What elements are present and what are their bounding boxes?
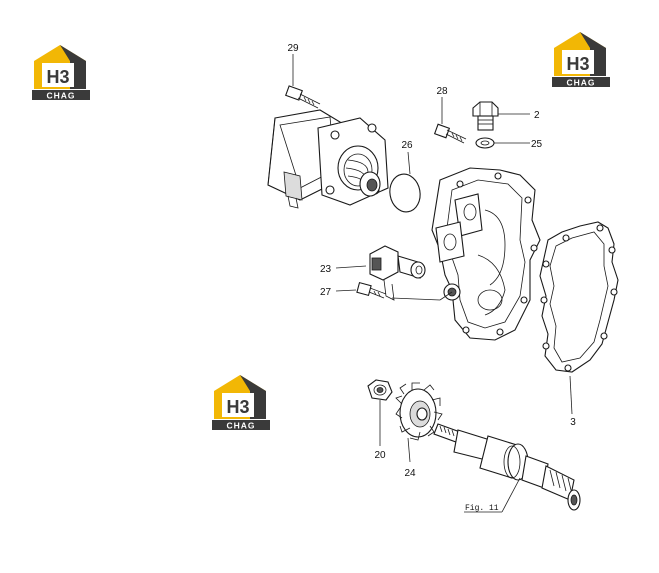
brand-logo-top-left: H3 CHAG [32,45,90,101]
brand-logo-top-right: H3 CHAG [552,32,610,88]
callout-24: 24 [404,468,416,479]
plug-2 [472,101,499,131]
nut-20 [367,379,393,401]
sensor-23 [369,245,426,301]
callout-27: 27 [320,287,332,298]
callout-20: 20 [374,450,386,461]
o-ring-26 [389,173,421,213]
washer-25 [475,137,495,149]
logo-inner-box [222,393,254,417]
callout-2: 2 [534,110,540,121]
logo-text-top: H3 [46,67,69,87]
gear-24 [395,382,443,441]
logo-text-bottom: CHAG [566,78,595,88]
drive-shaft [433,423,581,511]
callout-29: 29 [287,43,299,54]
bolt-27 [356,281,387,299]
logo-bar [32,90,90,100]
callout-26: 26 [401,140,413,151]
logo-bar [212,420,270,430]
callout-28: 28 [436,86,448,97]
callout-3: 3 [570,417,576,428]
bolt-28 [433,123,467,144]
cover-housing [431,167,541,341]
logo-bar [552,77,610,87]
callout-25: 25 [531,139,543,150]
actuator-housing [267,109,389,209]
logo-inner-box [562,50,594,74]
logo-text-top: H3 [566,54,589,74]
logo-text-bottom: CHAG [226,421,255,431]
figure-reference-label: Fig. 11 [465,504,499,513]
leader-lines [292,54,573,513]
gasket-3 [539,221,619,373]
callout-23: 23 [320,264,332,275]
brand-logo-middle: H3 CHAG [212,375,270,431]
logo-inner-box [42,63,74,87]
logo-text-bottom: CHAG [46,91,75,101]
logo-text-top: H3 [226,397,249,417]
bolt-29 [285,85,321,109]
